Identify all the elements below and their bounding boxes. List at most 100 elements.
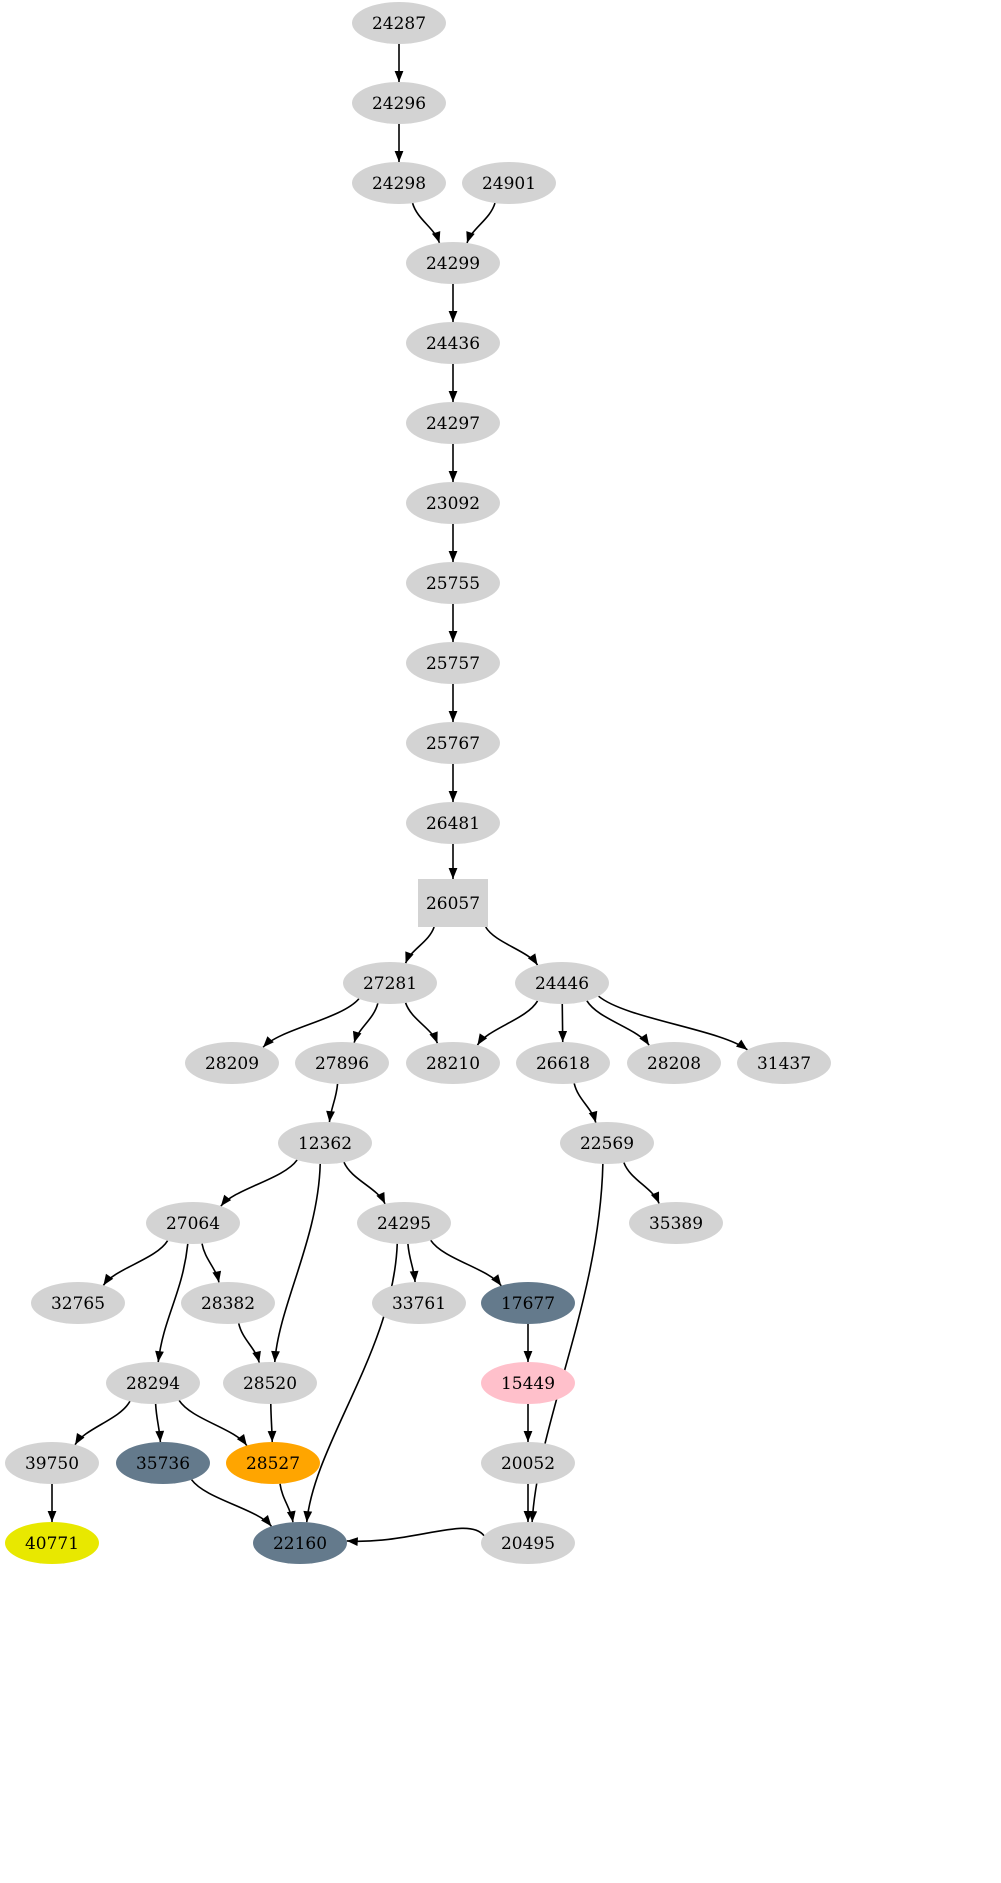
edge-arrowhead (220, 1194, 232, 1207)
graph-node-24287[interactable]: 24287 (352, 2, 446, 44)
node-ellipse[interactable] (352, 162, 446, 204)
graph-node-39750[interactable]: 39750 (5, 1442, 99, 1484)
graph-node-28294[interactable]: 28294 (106, 1362, 200, 1404)
node-ellipse[interactable] (737, 1042, 831, 1084)
edge-arrowhead (155, 1430, 165, 1443)
graph-node-26618[interactable]: 26618 (516, 1042, 610, 1084)
node-label: 35389 (649, 1214, 703, 1234)
edge-arrowhead (448, 471, 458, 482)
graph-node-20495[interactable]: 20495 (481, 1522, 575, 1564)
node-ellipse[interactable] (481, 1362, 575, 1404)
node-ellipse[interactable] (406, 1042, 500, 1084)
node-ellipse[interactable] (116, 1442, 210, 1484)
node-ellipse[interactable] (515, 962, 609, 1004)
node-ellipse[interactable] (185, 1042, 279, 1084)
node-ellipse[interactable] (406, 802, 500, 844)
graph-node-24298[interactable]: 24298 (352, 162, 446, 204)
graph-node-12362[interactable]: 12362 (278, 1122, 372, 1164)
node-label: 24297 (426, 414, 480, 434)
edge-25755-25757 (448, 604, 458, 642)
graph-node-35389[interactable]: 35389 (629, 1202, 723, 1244)
graph-node-40771[interactable]: 40771 (5, 1522, 99, 1564)
node-ellipse[interactable] (352, 82, 446, 124)
node-ellipse[interactable] (278, 1122, 372, 1164)
node-ellipse[interactable] (481, 1282, 575, 1324)
node-ellipse[interactable] (181, 1282, 275, 1324)
node-ellipse[interactable] (406, 562, 500, 604)
node-ellipse[interactable] (406, 402, 500, 444)
graph-node-35736[interactable]: 35736 (116, 1442, 210, 1484)
edge-arrowhead (431, 231, 441, 243)
edge-24295-33761 (407, 1243, 419, 1283)
graph-node-24295[interactable]: 24295 (357, 1202, 451, 1244)
node-ellipse[interactable] (406, 642, 500, 684)
graph-node-15449[interactable]: 15449 (481, 1362, 575, 1404)
graph-node-28520[interactable]: 28520 (223, 1362, 317, 1404)
edge-12362-28520 (271, 1163, 322, 1363)
node-label: 26057 (426, 894, 480, 914)
node-ellipse[interactable] (406, 242, 500, 284)
graph-node-27064[interactable]: 27064 (146, 1202, 240, 1244)
node-ellipse[interactable] (627, 1042, 721, 1084)
node-ellipse[interactable] (406, 482, 500, 524)
node-ellipse[interactable] (352, 2, 446, 44)
node-box[interactable] (418, 879, 488, 927)
graph-node-28527[interactable]: 28527 (226, 1442, 320, 1484)
graph-node-22569[interactable]: 22569 (560, 1122, 654, 1164)
node-ellipse[interactable] (223, 1362, 317, 1404)
edge-28294-28527 (178, 1399, 248, 1447)
node-ellipse[interactable] (406, 322, 500, 364)
graph-node-24299[interactable]: 24299 (406, 242, 500, 284)
node-ellipse[interactable] (372, 1282, 466, 1324)
node-ellipse[interactable] (481, 1442, 575, 1484)
node-ellipse[interactable] (253, 1522, 347, 1564)
node-ellipse[interactable] (462, 162, 556, 204)
edge-20495-22160 (346, 1527, 485, 1547)
edge-line (273, 1163, 322, 1363)
node-ellipse[interactable] (295, 1042, 389, 1084)
edge-22569-35389 (623, 1162, 660, 1204)
graph-node-24436[interactable]: 24436 (406, 322, 500, 364)
graph-node-24446[interactable]: 24446 (515, 962, 609, 1004)
edge-23092-25755 (448, 524, 458, 562)
graph-node-32765[interactable]: 32765 (31, 1282, 125, 1324)
node-ellipse[interactable] (481, 1522, 575, 1564)
edge-24299-24436 (448, 284, 458, 322)
graph-node-20052[interactable]: 20052 (481, 1442, 575, 1484)
graph-node-24901[interactable]: 24901 (462, 162, 556, 204)
graph-node-26057[interactable]: 26057 (418, 879, 488, 927)
node-ellipse[interactable] (146, 1202, 240, 1244)
node-ellipse[interactable] (357, 1202, 451, 1244)
graph-node-25757[interactable]: 25757 (406, 642, 500, 684)
graph-node-28208[interactable]: 28208 (627, 1042, 721, 1084)
graph-node-23092[interactable]: 23092 (406, 482, 500, 524)
edge-arrowhead (448, 711, 458, 722)
graph-node-25755[interactable]: 25755 (406, 562, 500, 604)
graph-node-26481[interactable]: 26481 (406, 802, 500, 844)
node-ellipse[interactable] (31, 1282, 125, 1324)
graph-node-25767[interactable]: 25767 (406, 722, 500, 764)
graph-node-27896[interactable]: 27896 (295, 1042, 389, 1084)
node-ellipse[interactable] (5, 1442, 99, 1484)
node-ellipse[interactable] (106, 1362, 200, 1404)
node-ellipse[interactable] (343, 962, 437, 1004)
graph-node-33761[interactable]: 33761 (372, 1282, 466, 1324)
graph-node-28210[interactable]: 28210 (406, 1042, 500, 1084)
node-ellipse[interactable] (629, 1202, 723, 1244)
node-ellipse[interactable] (5, 1522, 99, 1564)
node-label: 23092 (426, 494, 480, 514)
graph-node-24297[interactable]: 24297 (406, 402, 500, 444)
graph-node-27281[interactable]: 27281 (343, 962, 437, 1004)
graph-node-28209[interactable]: 28209 (185, 1042, 279, 1084)
graph-node-24296[interactable]: 24296 (352, 82, 446, 124)
edge-arrowhead (352, 1030, 362, 1043)
node-ellipse[interactable] (226, 1442, 320, 1484)
graph-node-31437[interactable]: 31437 (737, 1042, 831, 1084)
node-ellipse[interactable] (560, 1122, 654, 1164)
node-ellipse[interactable] (516, 1042, 610, 1084)
graph-node-17677[interactable]: 17677 (481, 1282, 575, 1324)
graph-node-28382[interactable]: 28382 (181, 1282, 275, 1324)
graph-node-22160[interactable]: 22160 (253, 1522, 347, 1564)
node-ellipse[interactable] (406, 722, 500, 764)
